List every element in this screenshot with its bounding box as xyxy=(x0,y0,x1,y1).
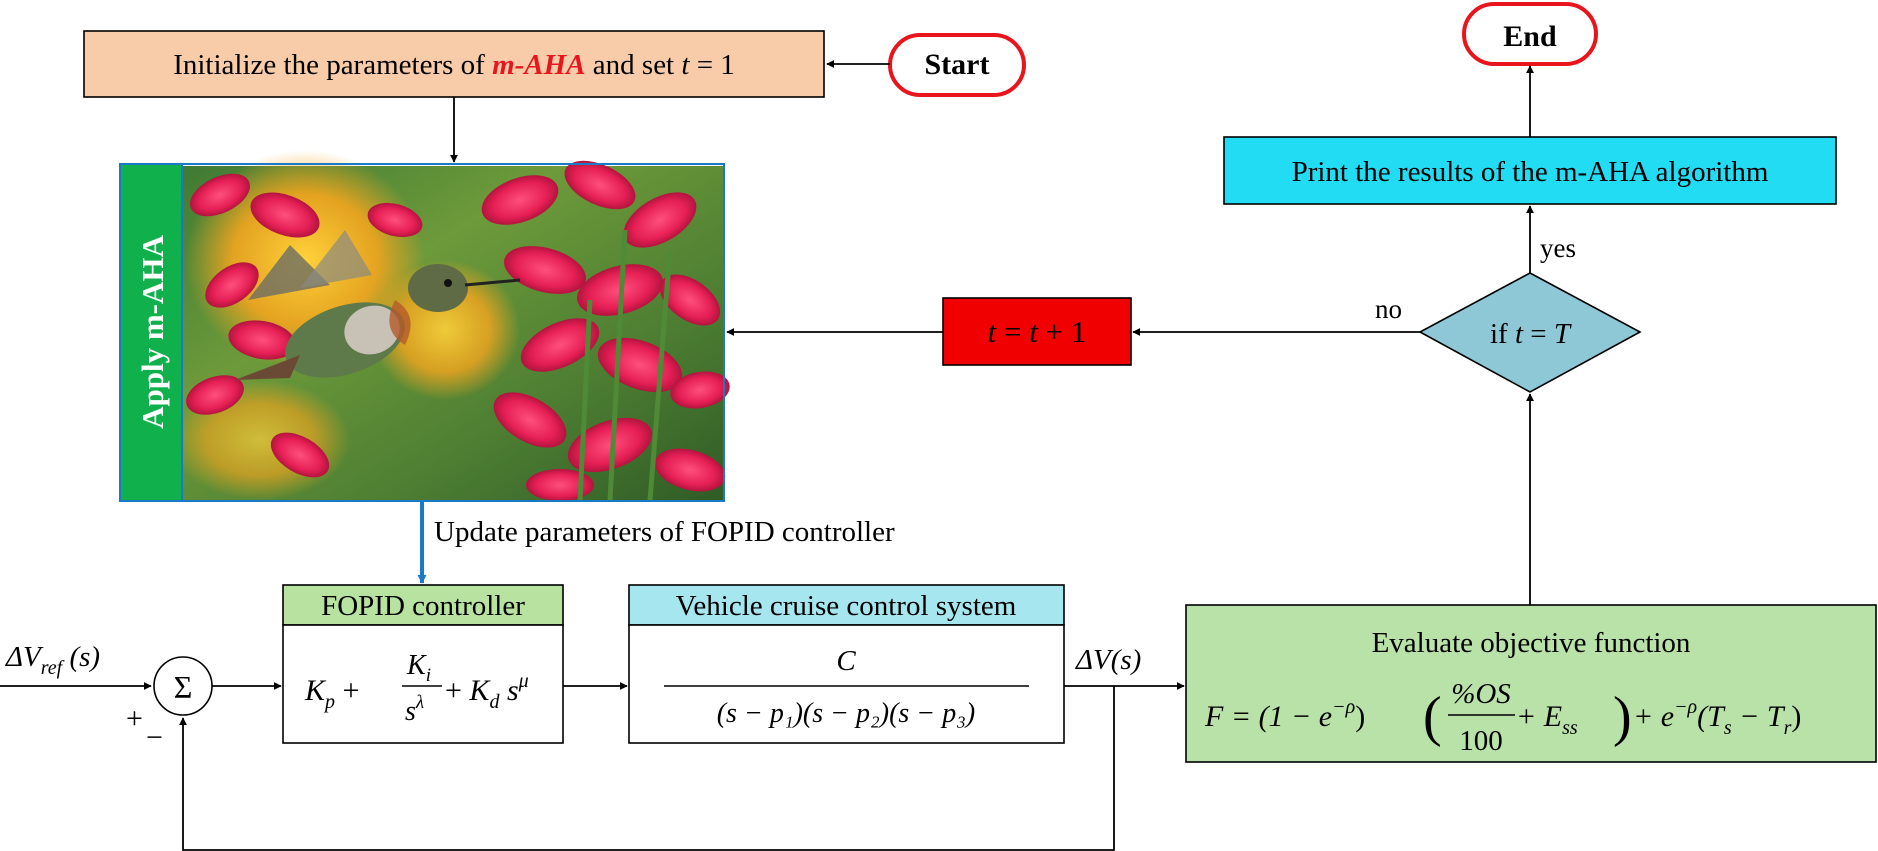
decision-prefix: if xyxy=(1490,318,1515,350)
init-text: Initialize the parameters of m-AHA and s… xyxy=(173,49,735,81)
decision-eq: = xyxy=(1523,318,1554,350)
decision-text: if t = T xyxy=(1490,318,1572,350)
ref-arg: (s) xyxy=(62,641,100,673)
update-label: Update parameters of FOPID controller xyxy=(434,516,895,548)
end-node: End xyxy=(1462,2,1598,66)
objective-ess-sub: ss xyxy=(1562,717,1578,739)
start-node: Start xyxy=(888,33,1026,97)
init-suffix: = 1 xyxy=(689,49,734,81)
summing-junction: Σ + − xyxy=(126,656,213,754)
minus-sign: − xyxy=(146,721,163,754)
connectors xyxy=(0,60,1534,851)
objective-ts-sub: s xyxy=(1724,717,1732,739)
fopid-kp: Kp + xyxy=(304,674,359,713)
step-rhs: t xyxy=(1029,314,1039,349)
start-label: Start xyxy=(925,48,990,81)
print-text: Print the results of the m-AHA algorithm xyxy=(1292,156,1769,188)
fopid-plus-2: + xyxy=(445,674,469,707)
print-node: Print the results of the m-AHA algorithm xyxy=(1223,136,1837,205)
decision-node: if t = T xyxy=(1418,272,1642,393)
evaluate-box xyxy=(1185,604,1877,763)
kd-symbol: K xyxy=(468,674,491,707)
decision-bound: T xyxy=(1554,318,1572,350)
plus-sign: + xyxy=(126,702,143,735)
s-symbol: s xyxy=(405,696,416,727)
sum-symbol: Σ xyxy=(174,669,193,705)
ki-symbol: K xyxy=(406,650,427,681)
end-label: End xyxy=(1503,20,1557,53)
init-highlight: m-AHA xyxy=(492,49,585,81)
objective-f-lhs: F = (1 − e xyxy=(1204,700,1332,733)
apply-bar xyxy=(119,163,183,502)
reference-signal-label: ΔVref (s) xyxy=(5,641,100,679)
end-terminal xyxy=(1462,2,1598,66)
vehicle-header-box xyxy=(628,584,1065,626)
objective-close1: ) xyxy=(1355,700,1365,733)
vehicle-numerator: C xyxy=(836,645,856,677)
init-node: Initialize the parameters of m-AHA and s… xyxy=(83,30,825,98)
evaluate-title: Evaluate objective function xyxy=(1372,627,1691,659)
hummingbird-flowers-photo-icon xyxy=(170,150,730,501)
print-box xyxy=(1223,136,1837,205)
apply-label: Apply m-AHA xyxy=(135,235,170,429)
step-rest: + 1 xyxy=(1038,314,1086,349)
objective-close2: ) xyxy=(1791,700,1801,733)
vehicle-denominator: (s − p₁)(s − p₂)(s − p₃) xyxy=(717,698,976,729)
fopid-body-box xyxy=(282,624,564,744)
mu-symbol: μ xyxy=(518,670,529,692)
edge-label-yes: yes xyxy=(1540,233,1576,263)
fopid-s-lambda: sλ xyxy=(405,692,424,727)
s-mu-symbol: s xyxy=(499,674,518,707)
start-terminal xyxy=(888,33,1026,97)
fopid-plus-1: + xyxy=(335,674,359,707)
evaluate-node: Evaluate objective function F = (1 − e−ρ… xyxy=(1185,604,1877,763)
edge-label-no: no xyxy=(1375,294,1402,324)
ki-sub: i xyxy=(426,665,431,686)
kd-sub: d xyxy=(489,691,500,713)
vehicle-node: Vehicle cruise control system C (s − p₁)… xyxy=(628,584,1065,744)
objective-exp2: −ρ xyxy=(1674,696,1697,718)
objective-frac-den: 100 xyxy=(1459,725,1503,757)
kp-sub: p xyxy=(323,691,335,713)
step-eq: = xyxy=(996,314,1029,349)
fopid-header-box xyxy=(282,584,564,626)
objective-frac-num: %OS xyxy=(1451,678,1511,710)
fopid-kd: + Kd sμ xyxy=(445,670,529,713)
fopid-ki: Ki xyxy=(406,650,431,686)
kp-symbol: K xyxy=(304,674,327,707)
step-lhs: t xyxy=(988,314,998,349)
decision-diamond xyxy=(1418,272,1642,393)
objective-ts: (T xyxy=(1697,700,1726,733)
output-signal-label: ΔV(s) xyxy=(1075,644,1141,676)
arrow-feedback xyxy=(179,686,1115,851)
init-prefix: Initialize the parameters of xyxy=(173,49,492,81)
vehicle-header: Vehicle cruise control system xyxy=(676,590,1017,622)
step-box xyxy=(942,297,1132,366)
ref-sub: ref xyxy=(41,657,65,679)
objective-minus-t: − T xyxy=(1732,700,1786,733)
objective-plus-e2: + e xyxy=(1633,700,1674,733)
lambda-symbol: λ xyxy=(415,692,424,713)
init-middle: and set xyxy=(586,49,682,81)
objective-exp1: −ρ xyxy=(1332,696,1355,718)
objective-left-paren: ( xyxy=(1423,686,1442,748)
objective-ess: + Ess xyxy=(1516,700,1578,739)
objective-left: F = (1 − e−ρ) xyxy=(1204,696,1365,733)
apply-node: Apply m-AHA xyxy=(119,150,730,502)
step-text: t = t + 1 xyxy=(988,314,1087,349)
init-box xyxy=(83,30,825,98)
ref-delta: ΔV xyxy=(5,641,44,673)
vehicle-body-box xyxy=(628,624,1065,744)
fopid-header: FOPID controller xyxy=(321,590,525,622)
step-node: t = t + 1 xyxy=(942,297,1132,366)
objective-right-paren: ) xyxy=(1613,686,1632,748)
decision-var: t xyxy=(1515,318,1524,350)
objective-right: + e−ρ(Ts − Tr) xyxy=(1633,696,1801,739)
fopid-node: FOPID controller Kp + Ki sλ + Kd sμ xyxy=(282,584,564,744)
init-var: t xyxy=(681,49,690,81)
objective-plus-e: + E xyxy=(1516,700,1562,733)
objective-tr-sub: r xyxy=(1784,717,1792,739)
